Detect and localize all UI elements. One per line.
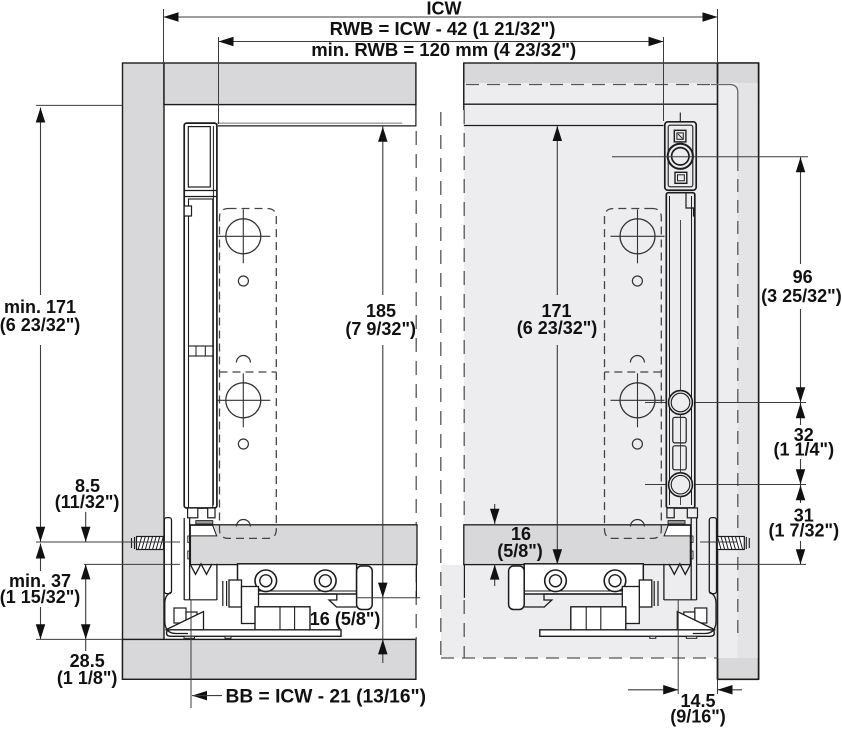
svg-text:RWB = ICW - 42 (1 21/32"): RWB = ICW - 42 (1 21/32") <box>330 18 556 39</box>
svg-text:28.5: 28.5 <box>70 651 105 671</box>
svg-text:14.5: 14.5 <box>680 691 715 711</box>
svg-text:185: 185 <box>366 301 396 321</box>
svg-text:16 (5/8"): 16 (5/8") <box>310 609 381 629</box>
svg-text:(1 1/4"): (1 1/4") <box>774 440 835 460</box>
svg-text:min. 37: min. 37 <box>9 571 71 591</box>
svg-text:(1 1/8"): (1 1/8") <box>57 668 118 688</box>
svg-text:ICW: ICW <box>427 0 462 19</box>
svg-text:16: 16 <box>511 524 531 544</box>
svg-text:(5/8"): (5/8") <box>497 541 543 561</box>
svg-text:(9/16"): (9/16") <box>670 707 726 727</box>
svg-text:min. 171: min. 171 <box>4 297 76 317</box>
svg-text:min. RWB = 120 mm (4 23/32"): min. RWB = 120 mm (4 23/32") <box>311 39 576 60</box>
svg-text:8.5: 8.5 <box>75 476 100 496</box>
svg-text:31: 31 <box>794 506 814 526</box>
svg-text:(1 7/32"): (1 7/32") <box>769 521 840 541</box>
svg-text:96: 96 <box>793 267 813 287</box>
svg-text:(6 23/32"): (6 23/32") <box>517 318 598 338</box>
svg-text:(11/32"): (11/32") <box>55 492 120 512</box>
svg-text:32: 32 <box>794 425 814 445</box>
svg-text:(6 23/32"): (6 23/32") <box>0 315 80 335</box>
svg-text:BB = ICW - 21 (13/16"): BB = ICW - 21 (13/16") <box>226 687 427 708</box>
svg-text:(1 15/32"): (1 15/32") <box>0 587 80 607</box>
svg-text:(3 25/32"): (3 25/32") <box>761 286 842 306</box>
svg-text:(7 9/32"): (7 9/32") <box>345 319 416 339</box>
svg-text:171: 171 <box>541 301 571 321</box>
